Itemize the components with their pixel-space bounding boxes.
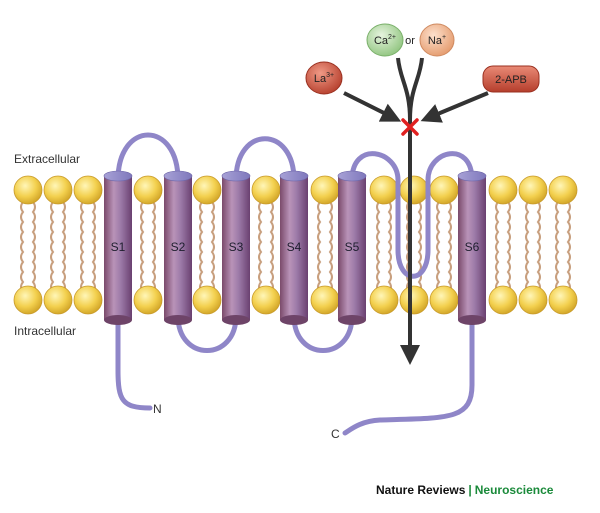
- svg-text:Ca2+: Ca2+: [374, 34, 396, 47]
- lipid-head-inner: [399, 285, 429, 315]
- lipid-head-inner: [369, 285, 399, 315]
- lipid-head-outer: [518, 175, 548, 205]
- lipid-tail: [20, 201, 25, 293]
- c-terminus-label: C: [331, 427, 340, 441]
- or-connector: or: [405, 35, 415, 47]
- lipid-head-outer: [548, 175, 578, 205]
- lipid-tail: [317, 201, 322, 293]
- lipid-tail: [151, 201, 156, 293]
- n-terminus-label: N: [153, 402, 162, 416]
- lipid-head-inner: [133, 285, 163, 315]
- helix-s5: S5: [337, 170, 367, 325]
- lipid-tail: [199, 201, 204, 293]
- c-terminus-tail: [342, 313, 475, 436]
- helix-label: S5: [345, 240, 360, 254]
- ion-flow: [343, 57, 489, 365]
- lipid-tail: [269, 201, 274, 293]
- helix-label: S3: [229, 240, 244, 254]
- helix-s2: S2: [163, 170, 193, 325]
- helix-label: S6: [465, 240, 480, 254]
- helix-s6: S6: [457, 170, 487, 325]
- lipid-head-inner: [43, 285, 73, 315]
- loop-s2-s3: [175, 313, 239, 353]
- lipid-tail: [536, 201, 541, 293]
- loop-s1-s2: [115, 132, 181, 183]
- loops: [115, 132, 475, 436]
- lipid-head-inner: [192, 285, 222, 315]
- helix-label: S1: [111, 240, 126, 254]
- lipid-tail: [31, 201, 36, 293]
- lipid-head-inner: [429, 285, 459, 315]
- lipid-head-inner: [251, 285, 281, 315]
- extracellular-label: Extracellular: [14, 152, 80, 166]
- credit-separator: |: [468, 483, 472, 497]
- lipid-head-inner: [488, 285, 518, 315]
- lipid-head-outer: [192, 175, 222, 205]
- journal-credit: Nature Reviews|Neuroscience: [376, 483, 553, 497]
- lipid-tail: [417, 201, 422, 293]
- journal-name: Nature Reviews: [376, 483, 466, 497]
- lipid-heads: [13, 175, 578, 315]
- helix-s1: S1: [103, 170, 133, 325]
- lipid-head-inner: [13, 285, 43, 315]
- lipid-tail: [91, 201, 96, 293]
- lipid-tail: [140, 201, 145, 293]
- lipid-tail: [387, 201, 392, 293]
- lipid-tail: [566, 201, 571, 293]
- lipid-head-outer: [310, 175, 340, 205]
- lipid-head-outer: [399, 175, 429, 205]
- apb-blocker: 2-APB: [482, 65, 540, 93]
- lipid-tail: [447, 201, 452, 293]
- lipid-tail: [80, 201, 85, 293]
- lipid-head-inner: [73, 285, 103, 315]
- na-ion: Na+: [419, 23, 455, 57]
- lipid-tail: [210, 201, 215, 293]
- la-inhibition-arrow: [343, 91, 402, 122]
- svg-text:La3+: La3+: [314, 72, 334, 85]
- pore-loop: [349, 151, 475, 279]
- loop-s4-s5: [291, 313, 355, 353]
- lipid-tail: [50, 201, 55, 293]
- lipid-tail: [525, 201, 530, 293]
- helix-s4: S4: [279, 170, 309, 325]
- lipid-head-inner: [518, 285, 548, 315]
- journal-section: Neuroscience: [474, 483, 554, 497]
- apb-inhibition-arrow: [420, 91, 489, 123]
- lipid-head-outer: [43, 175, 73, 205]
- lipid-head-outer: [133, 175, 163, 205]
- lipid-head-outer: [369, 175, 399, 205]
- lipid-tail: [495, 201, 500, 293]
- lipid-tail: [258, 201, 263, 293]
- lipid-tails: [20, 201, 571, 293]
- lipid-head-outer: [251, 175, 281, 205]
- helix-label: S2: [171, 240, 186, 254]
- svg-text:2-APB: 2-APB: [495, 74, 527, 86]
- ion-path-ca: [396, 57, 412, 121]
- ca-ion: Ca2+: [366, 23, 404, 57]
- lipid-head-outer: [13, 175, 43, 205]
- la-ion: La3+: [305, 61, 343, 95]
- lipid-head-inner: [310, 285, 340, 315]
- lipid-head-outer: [73, 175, 103, 205]
- ion-path-na: [408, 57, 424, 121]
- n-terminus-tail: [115, 313, 153, 411]
- lipid-tail: [436, 201, 441, 293]
- lipid-tail: [61, 201, 66, 293]
- svg-text:Na+: Na+: [428, 34, 446, 47]
- helix-s3: S3: [221, 170, 251, 325]
- lipid-tail: [328, 201, 333, 293]
- lipid-tail: [506, 201, 511, 293]
- block-x-icon: [401, 118, 419, 136]
- lipid-head-outer: [429, 175, 459, 205]
- lipid-head-inner: [548, 285, 578, 315]
- lipid-tail: [555, 201, 560, 293]
- loop-s3-s4: [233, 136, 297, 183]
- lipid-head-outer: [488, 175, 518, 205]
- helices: S1 S2 S3 S4 S5 S6: [103, 170, 487, 325]
- lipid-tail: [376, 201, 381, 293]
- intracellular-label: Intracellular: [14, 324, 76, 338]
- helix-label: S4: [287, 240, 302, 254]
